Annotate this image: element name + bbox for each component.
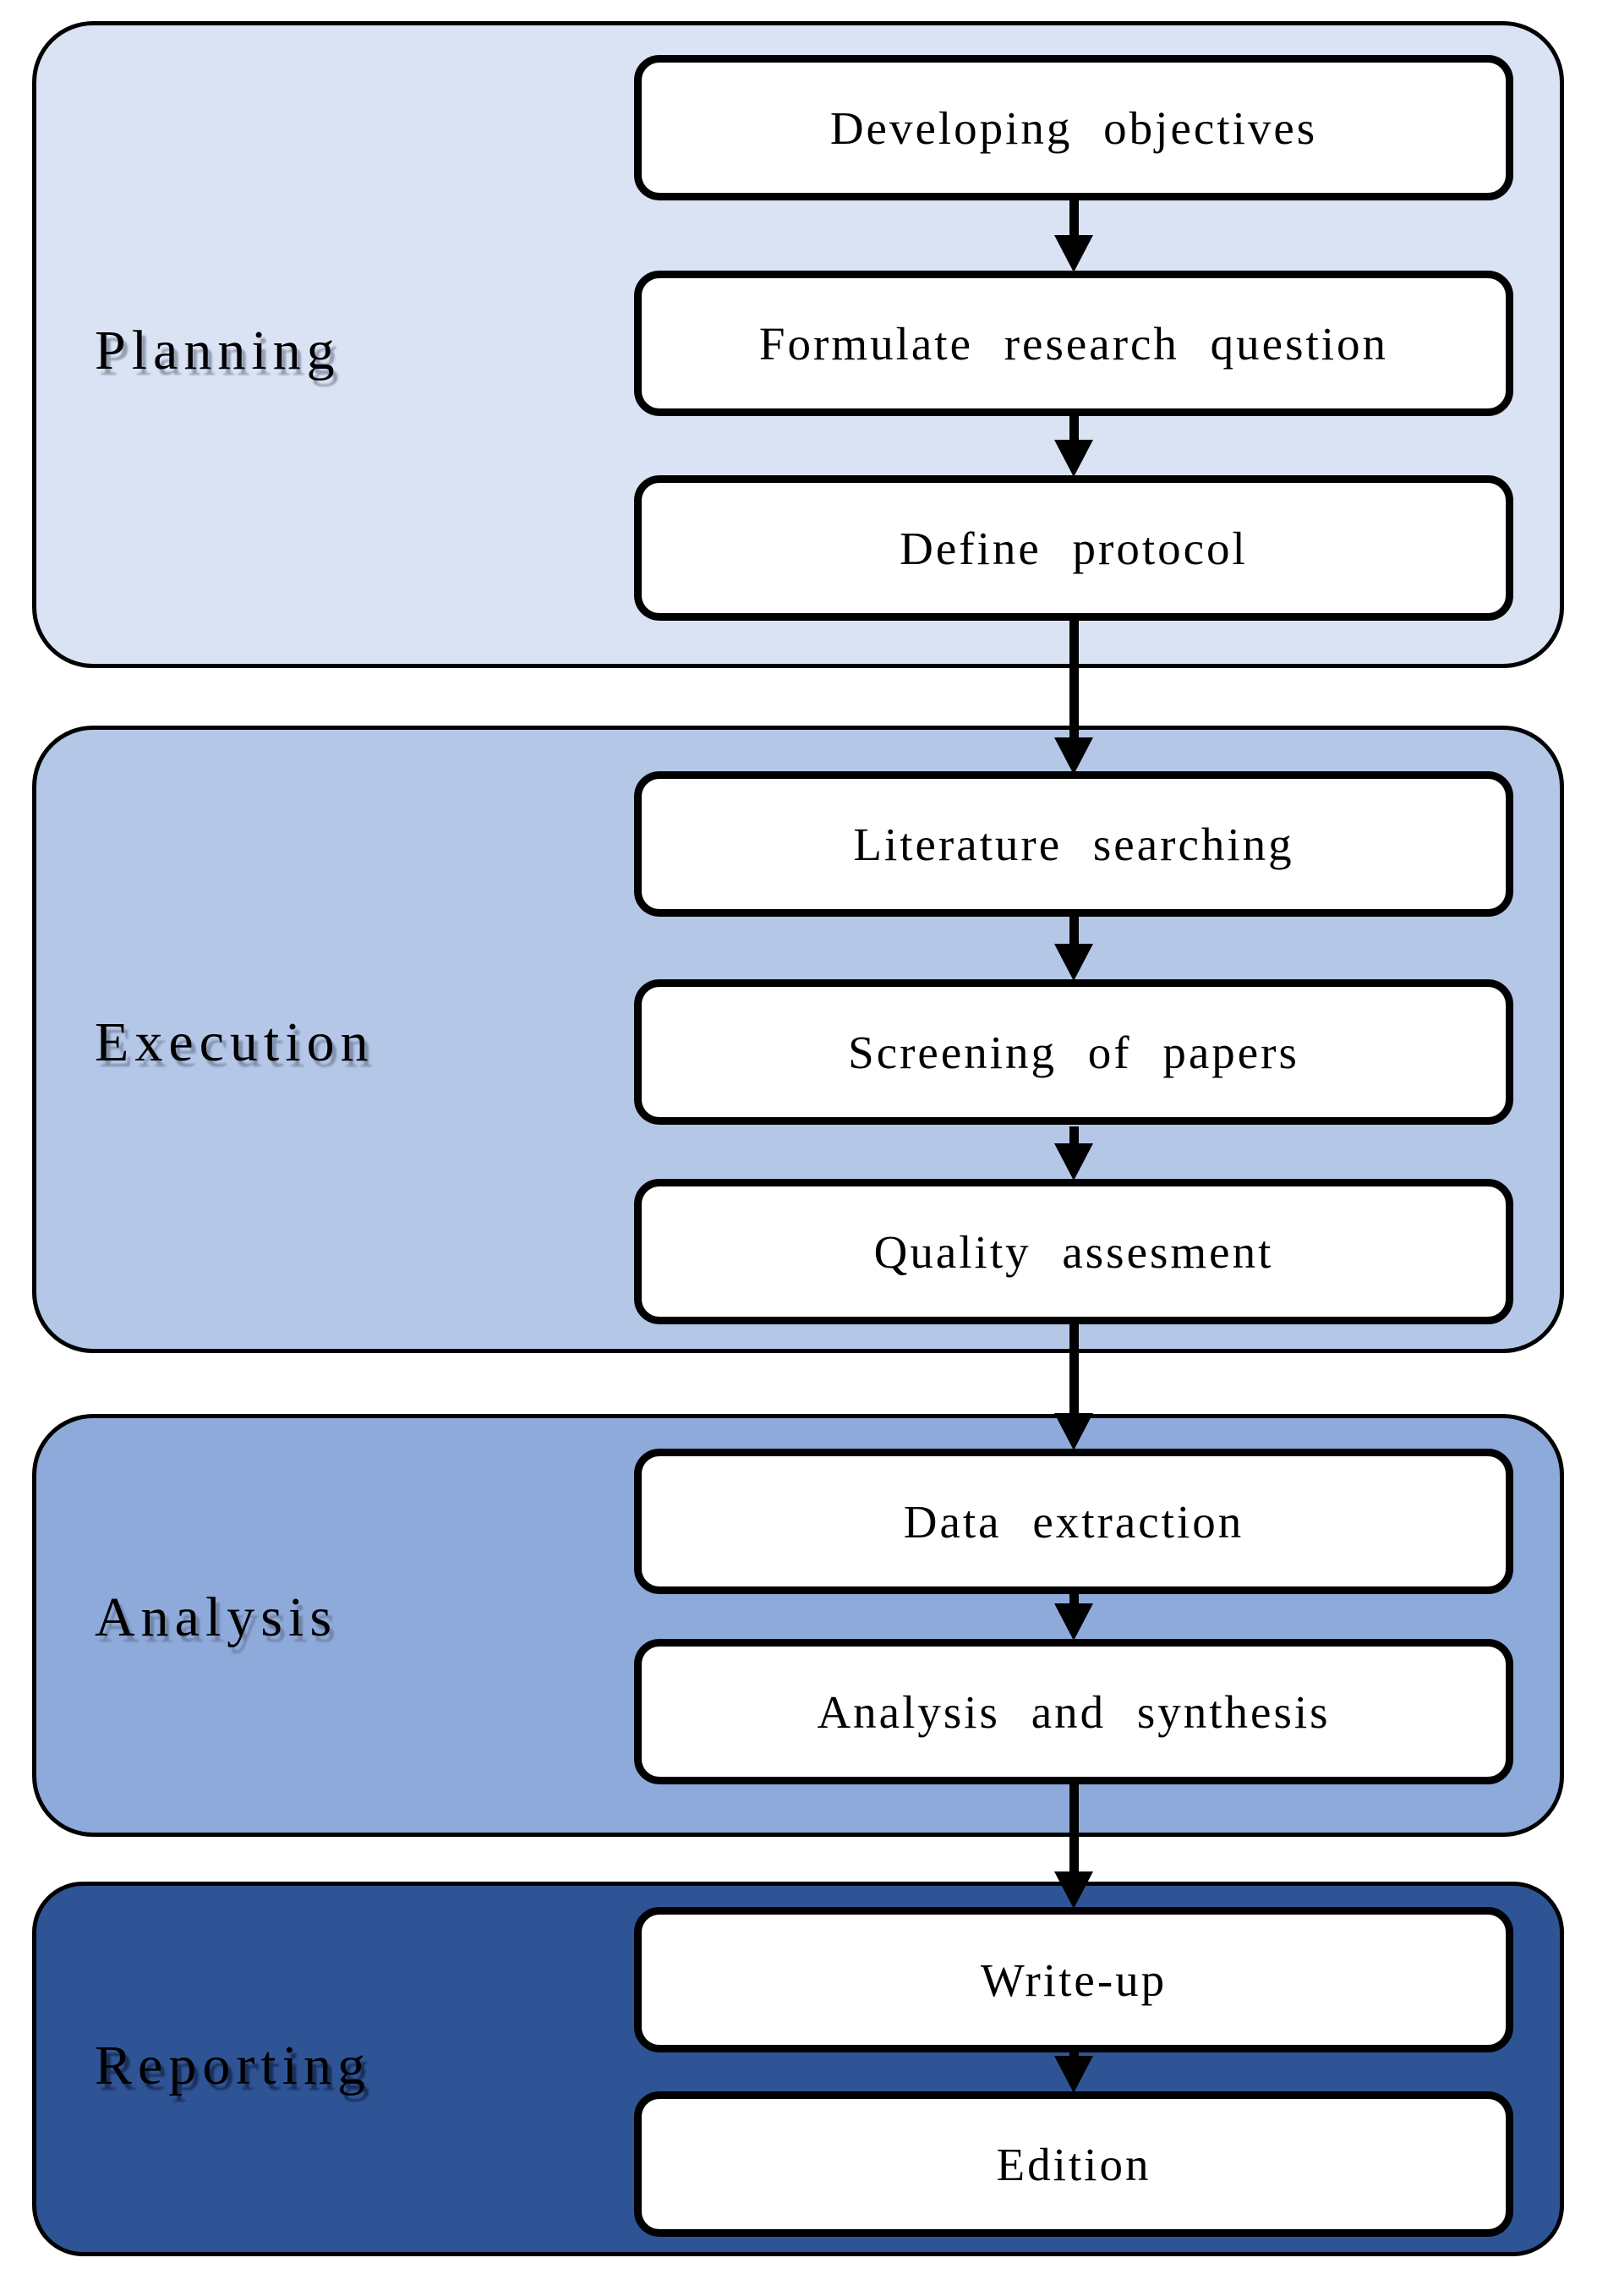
phase-label-planning: Planning [95, 320, 341, 381]
process-box-developing-objectives: Developing objectives [634, 55, 1513, 200]
flow-arrow-head [1054, 1603, 1093, 1641]
flow-arrow-stem [1069, 1126, 1079, 1143]
flow-arrow-stem [1069, 915, 1079, 944]
process-box-screening-of-papers: Screening of papers [634, 979, 1513, 1125]
flow-arrow-stem [1069, 1594, 1079, 1603]
flow-arrow-head [1054, 235, 1093, 272]
flow-arrow-stem [1069, 1784, 1079, 1871]
process-box-write-up: Write-up [634, 1907, 1513, 2052]
flow-arrow-stem [1069, 2052, 1079, 2056]
process-box-analysis-and-synthesis: Analysis and synthesis [634, 1639, 1513, 1784]
flow-arrow-head [1054, 1143, 1093, 1181]
process-box-literature-searching: Literature searching [634, 771, 1513, 917]
flow-arrow-head [1054, 1871, 1093, 1909]
flow-arrow-stem [1069, 416, 1079, 440]
flow-arrow-head [1054, 737, 1093, 775]
flow-arrow-head [1054, 1413, 1093, 1450]
flow-arrow-head [1054, 440, 1093, 477]
process-box-edition: Edition [634, 2091, 1513, 2237]
phase-label-execution: Execution [95, 1011, 375, 1073]
flow-arrow-stem [1069, 621, 1079, 737]
process-box-quality-assesment: Quality assesment [634, 1179, 1513, 1324]
flow-arrow-stem [1069, 1323, 1079, 1413]
flow-arrow-head [1054, 944, 1093, 981]
process-box-data-extraction: Data extraction [634, 1449, 1513, 1594]
process-box-formulate-research-question: Formulate research question [634, 271, 1513, 416]
phase-label-reporting: Reporting [95, 2035, 371, 2096]
flow-arrow-stem [1069, 200, 1079, 235]
flow-arrow-head [1054, 2056, 1093, 2093]
process-box-define-protocol: Define protocol [634, 475, 1513, 621]
phase-label-analysis: Analysis [95, 1586, 337, 1648]
